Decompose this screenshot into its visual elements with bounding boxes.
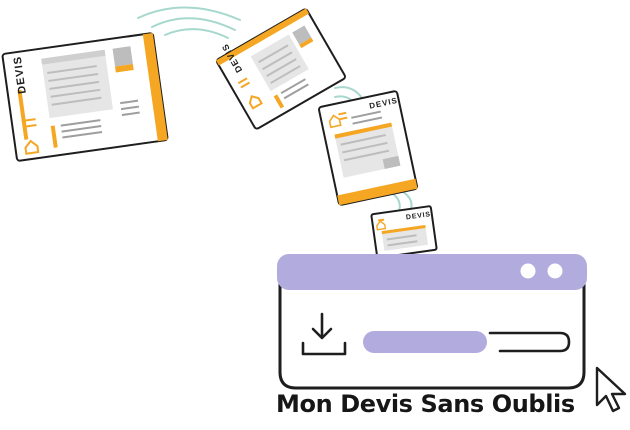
app-window [277,254,587,390]
app-window-title-bar [277,254,587,290]
window-control-dot-2[interactable] [547,263,563,279]
quote-document-2: DEVIS [215,8,346,130]
upload-progress-bar [363,331,487,353]
paperclip-icon[interactable] [488,331,571,353]
mouse-cursor-icon [595,366,627,413]
download-icon[interactable] [301,312,347,356]
window-control-dot-1[interactable] [520,263,536,279]
app-caption: Mon Devis Sans Oublis [276,390,575,418]
quote-document-1-label: DEVIS [12,55,29,94]
house-icon [24,139,40,155]
quote-document-1: DEVIS [1,32,169,162]
quote-document-4: DEVIS [370,205,438,259]
quote-document-4-label: DEVIS [406,211,432,221]
quote-document-3: DEVIS [318,90,418,206]
